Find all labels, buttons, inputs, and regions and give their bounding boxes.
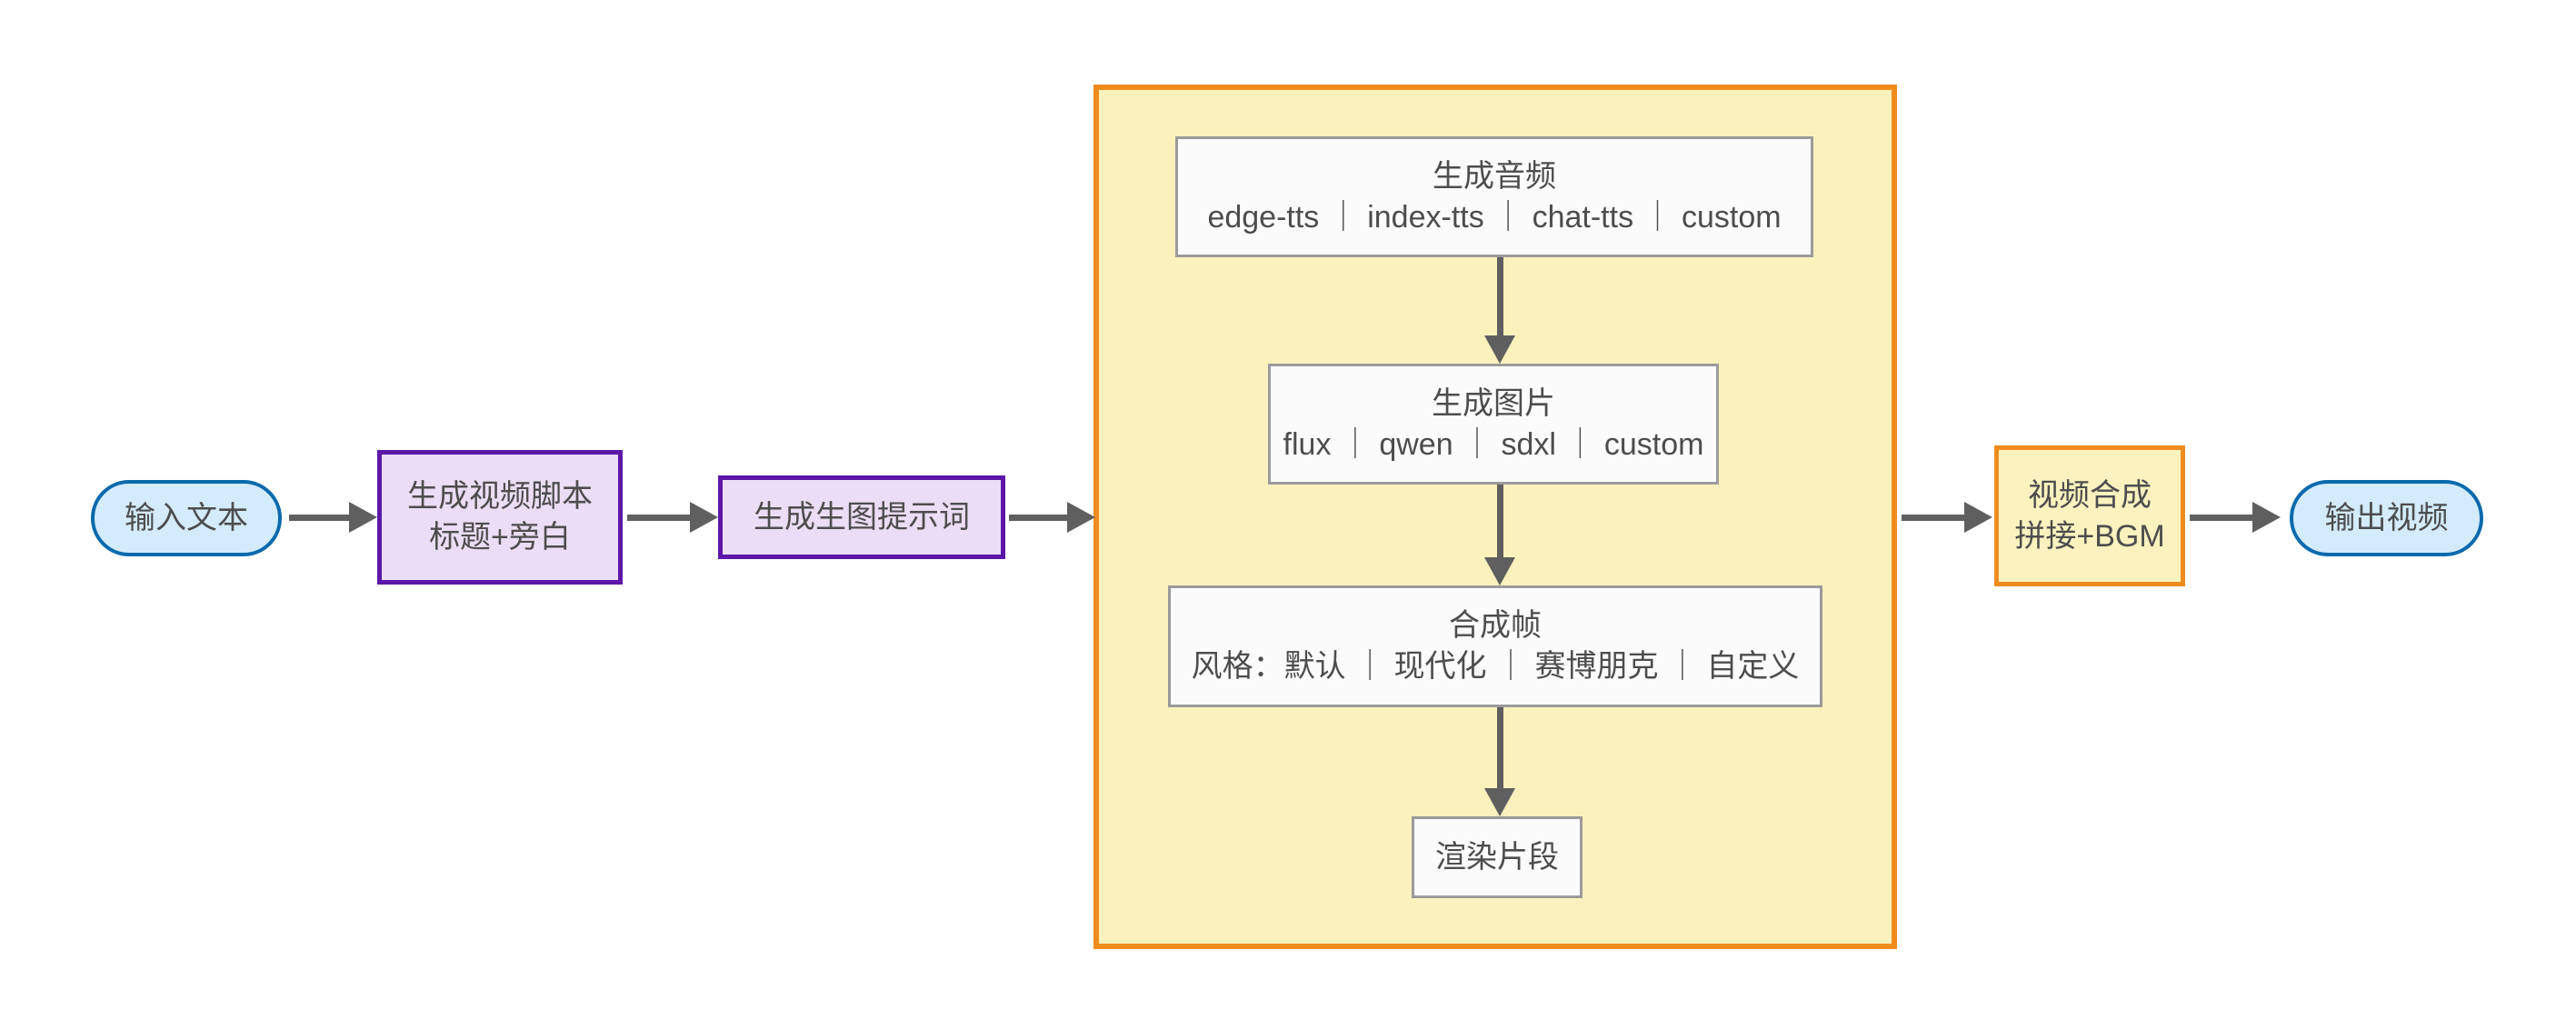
edge-shaft [627,515,690,521]
node-generate-prompt[interactable]: 生成生图提示词 [718,475,1005,559]
arrowhead-icon [1484,557,1515,585]
arrowhead-icon [349,502,377,533]
node-video-compose[interactable]: 视频合成 拼接+BGM [1994,445,2185,586]
node-generate-image-line1: 生成图片 [1432,385,1555,421]
node-generate-image-line2: flux ｜ qwen ｜ sdxl ｜ custom [1283,426,1704,462]
edge-shaft [1497,707,1503,788]
node-compose-frame-line2: 风格：默认 ｜ 现代化 ｜ 赛博朋克 ｜ 自定义 [1191,649,1800,684]
edge-shaft [289,515,349,521]
edge-shaft [1902,515,1964,521]
edge-shaft [1497,257,1503,335]
node-generate-script-line2: 标题+旁白 [429,520,571,555]
node-compose-frame[interactable]: 合成帧 风格：默认 ｜ 现代化 ｜ 赛博朋克 ｜ 自定义 [1168,585,1822,707]
node-input-text[interactable]: 输入文本 [91,480,282,556]
arrowhead-icon [1964,502,1992,533]
node-video-compose-line2: 拼接+BGM [2014,518,2165,554]
node-compose-frame-line1: 合成帧 [1449,608,1542,644]
node-video-compose-line1: 视频合成 [2028,477,2152,513]
node-input-text-label: 输入文本 [125,500,248,535]
node-generate-image[interactable]: 生成图片 flux ｜ qwen ｜ sdxl ｜ custom [1268,364,1719,485]
edge-shaft [1497,485,1503,557]
edge-shaft [1009,515,1067,521]
node-output-video[interactable]: 输出视频 [2290,480,2483,556]
node-generate-audio-line2: edge-tts ｜ index-tts ｜ chat-tts ｜ custom [1207,199,1782,235]
arrowhead-icon [2252,502,2281,533]
edge-shaft [2190,515,2252,521]
node-output-video-label: 输出视频 [2324,500,2449,535]
node-generate-prompt-line1: 生成生图提示词 [754,499,970,535]
node-generate-script[interactable]: 生成视频脚本 标题+旁白 [377,450,623,585]
arrowhead-icon [1067,502,1095,533]
node-generate-audio-line1: 生成音频 [1433,158,1556,194]
node-generate-script-line1: 生成视频脚本 [407,479,593,515]
node-generate-audio[interactable]: 生成音频 edge-tts ｜ index-tts ｜ chat-tts ｜ c… [1175,136,1813,257]
arrowhead-icon [1484,335,1515,364]
arrowhead-icon [690,502,718,533]
node-render-clip-line1: 渲染片段 [1435,839,1559,875]
arrowhead-icon [1484,788,1515,816]
node-render-clip[interactable]: 渲染片段 [1412,816,1583,898]
